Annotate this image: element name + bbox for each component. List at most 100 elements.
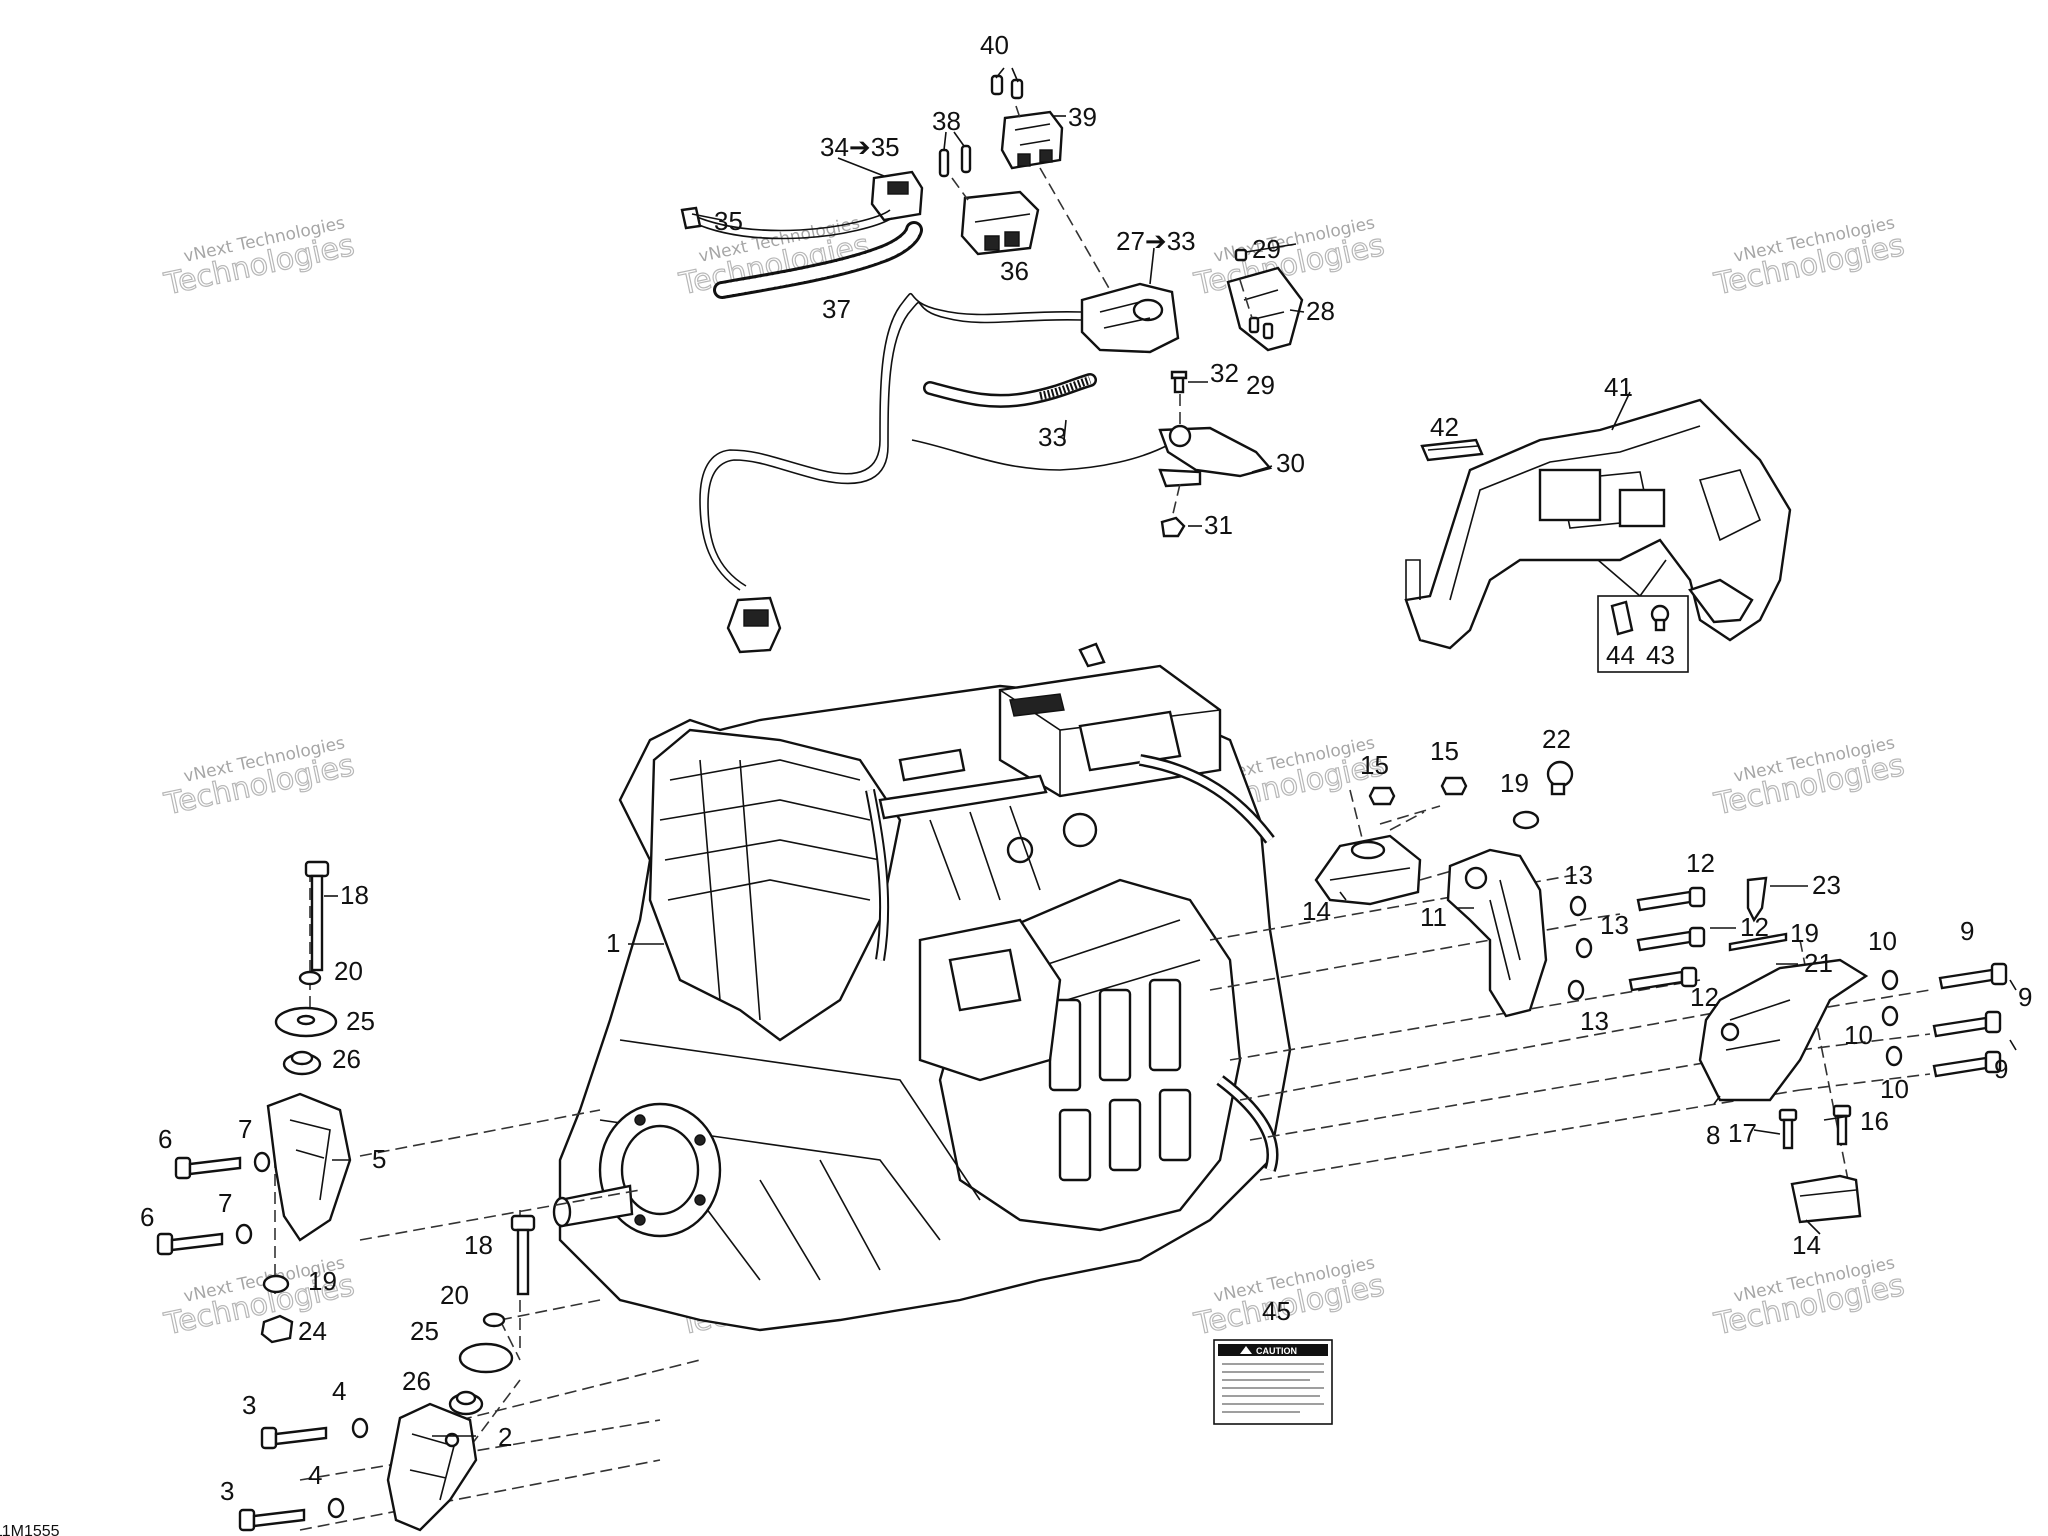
callout-20-b: 20 <box>440 1280 469 1310</box>
callout-14-a: 14 <box>1302 896 1331 926</box>
bolt-22[interactable] <box>1546 760 1574 796</box>
bolt-9[interactable] <box>1932 962 2008 1078</box>
bolt-17[interactable] <box>1778 1108 1798 1150</box>
washer-20b[interactable] <box>482 1312 506 1328</box>
callout-41: 41 <box>1604 372 1633 402</box>
bracket-28[interactable] <box>1226 266 1304 352</box>
callout-19-a: 19 <box>1500 768 1529 798</box>
bracket-5[interactable] <box>266 1092 352 1242</box>
bracket-11[interactable] <box>1446 848 1548 1018</box>
watermark: vNext Technologies Technologies <box>1710 213 1908 303</box>
watermark: vNext Technologies Technologies <box>1710 733 1908 823</box>
screw-38[interactable] <box>938 144 972 178</box>
pin-19b[interactable] <box>1728 932 1788 952</box>
callout-7-a: 7 <box>238 1114 252 1144</box>
bolt-15a[interactable] <box>1368 786 1396 806</box>
engine-mount-14-lower[interactable] <box>1790 1174 1862 1224</box>
bolt-3[interactable] <box>238 1426 328 1532</box>
clamp-36[interactable] <box>960 190 1040 256</box>
engine-block-1[interactable] <box>552 642 1292 1332</box>
washer-19c[interactable] <box>262 1274 290 1294</box>
bracket-8[interactable] <box>1698 958 1869 1102</box>
output-shaft <box>552 1102 722 1238</box>
corrugated-hose-37[interactable] <box>713 221 923 299</box>
washer-13[interactable] <box>1567 895 1593 1001</box>
callout-3-a: 3 <box>242 1390 256 1420</box>
washer-7[interactable] <box>235 1151 271 1245</box>
callout-12-b: 12 <box>1740 912 1769 942</box>
plate-washer-25a[interactable] <box>274 1006 338 1038</box>
bolt-12[interactable] <box>1628 886 1706 992</box>
bolt-6[interactable] <box>156 1156 242 1256</box>
bolt-15b[interactable] <box>1440 776 1468 796</box>
callout-13-a: 13 <box>1564 860 1593 890</box>
callout-35: 35 <box>714 206 743 236</box>
callout-30: 30 <box>1276 448 1305 478</box>
watermark: vNext Technologies Technologies <box>1710 1253 1908 1343</box>
callout-4-a: 4 <box>332 1376 346 1406</box>
inset-box-43-44 <box>1597 559 1689 673</box>
throttle-body <box>918 918 1062 1082</box>
sensor-30[interactable] <box>911 424 1273 488</box>
washer-20a[interactable] <box>298 970 322 986</box>
callout-6-b: 6 <box>140 1202 154 1232</box>
callout-9-c: 9 <box>1994 1054 2008 1084</box>
sensor-assembly-27[interactable] <box>1080 282 1180 354</box>
sensor-34[interactable] <box>870 170 924 222</box>
callout-45: 45 <box>1262 1296 1291 1326</box>
watermark: vNext Technologies Technologies <box>160 213 358 303</box>
callout-26-a: 26 <box>332 1044 361 1074</box>
callout-24: 24 <box>298 1316 327 1346</box>
drawing-code: 11M1555 <box>0 1523 60 1536</box>
rubber-pad-42[interactable] <box>1420 438 1484 462</box>
callout-18-b: 18 <box>464 1230 493 1260</box>
screw-32[interactable] <box>1170 370 1188 394</box>
assembly-lines <box>274 105 1931 1531</box>
callout-2: 2 <box>498 1422 512 1452</box>
watermark: vNext Technologies Technologies <box>160 733 358 823</box>
clip-nut-44[interactable] <box>1610 600 1634 636</box>
bushing-26a[interactable] <box>282 1050 322 1076</box>
washer-19a[interactable] <box>1512 810 1540 830</box>
washer-4[interactable] <box>327 1417 369 1519</box>
wire-harness-35[interactable] <box>680 206 893 240</box>
caution-label-45[interactable]: CAUTION <box>1213 1339 1333 1425</box>
clamp-39[interactable] <box>1000 110 1064 170</box>
bushing-26b[interactable] <box>448 1390 484 1416</box>
callout-38: 38 <box>932 106 961 136</box>
bracket-2[interactable] <box>386 1402 478 1532</box>
callout-43: 43 <box>1646 640 1675 670</box>
callout-44: 44 <box>1606 640 1635 670</box>
callout-39: 39 <box>1068 102 1097 132</box>
support-bracket-41[interactable] <box>1404 398 1792 650</box>
callout-10-c: 10 <box>1880 1074 1909 1104</box>
callout-1: 1 <box>606 928 620 958</box>
callout-22: 22 <box>1542 724 1571 754</box>
callout-17: 17 <box>1728 1118 1757 1148</box>
connector-end[interactable] <box>726 596 782 654</box>
hose-33[interactable] <box>923 373 1097 408</box>
callout-19-c: 19 <box>308 1266 337 1296</box>
engine-mount-14-upper[interactable] <box>1314 834 1422 906</box>
callout-27-33: 27➔33 <box>1116 226 1196 256</box>
leader-lines <box>324 67 2017 1437</box>
bolt-43[interactable] <box>1650 604 1670 632</box>
nut-24[interactable] <box>260 1314 294 1344</box>
callout-13-c: 13 <box>1580 1006 1609 1036</box>
callout-29-top: 29 <box>1252 234 1281 264</box>
bolt-18a[interactable] <box>304 860 330 972</box>
callout-36: 36 <box>1000 256 1029 286</box>
callout-8: 8 <box>1706 1120 1720 1150</box>
callout-13-b: 13 <box>1600 910 1629 940</box>
callout-32: 32 <box>1210 358 1239 388</box>
bolt-16[interactable] <box>1832 1104 1852 1146</box>
screw-29[interactable] <box>1234 248 1274 340</box>
washer-10[interactable] <box>1881 969 1903 1067</box>
callout-12-a: 12 <box>1686 848 1715 878</box>
stud-23[interactable] <box>1746 876 1768 923</box>
callout-20-a: 20 <box>334 956 363 986</box>
plate-washer-25b[interactable] <box>458 1342 514 1374</box>
callout-16: 16 <box>1860 1106 1889 1136</box>
nut-31[interactable] <box>1160 516 1186 538</box>
bolt-18b[interactable] <box>510 1214 536 1296</box>
